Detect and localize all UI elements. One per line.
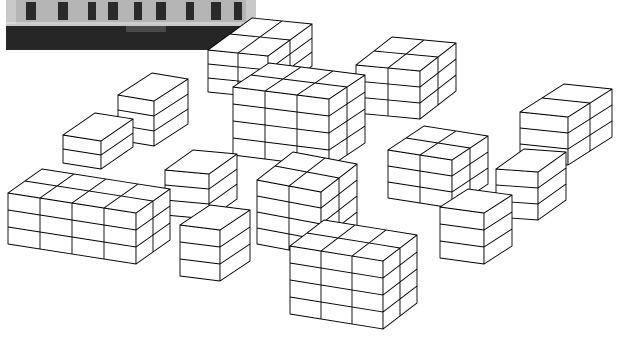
box-stack-14: [290, 220, 417, 329]
box-stack-10: [440, 189, 512, 264]
box-front-face: [440, 207, 484, 264]
box-stack-5: [63, 113, 133, 169]
box-front-face: [180, 225, 220, 281]
box-stack-11: [8, 169, 170, 264]
box-stack-2: [356, 37, 456, 119]
box-stack-6: [233, 63, 365, 167]
